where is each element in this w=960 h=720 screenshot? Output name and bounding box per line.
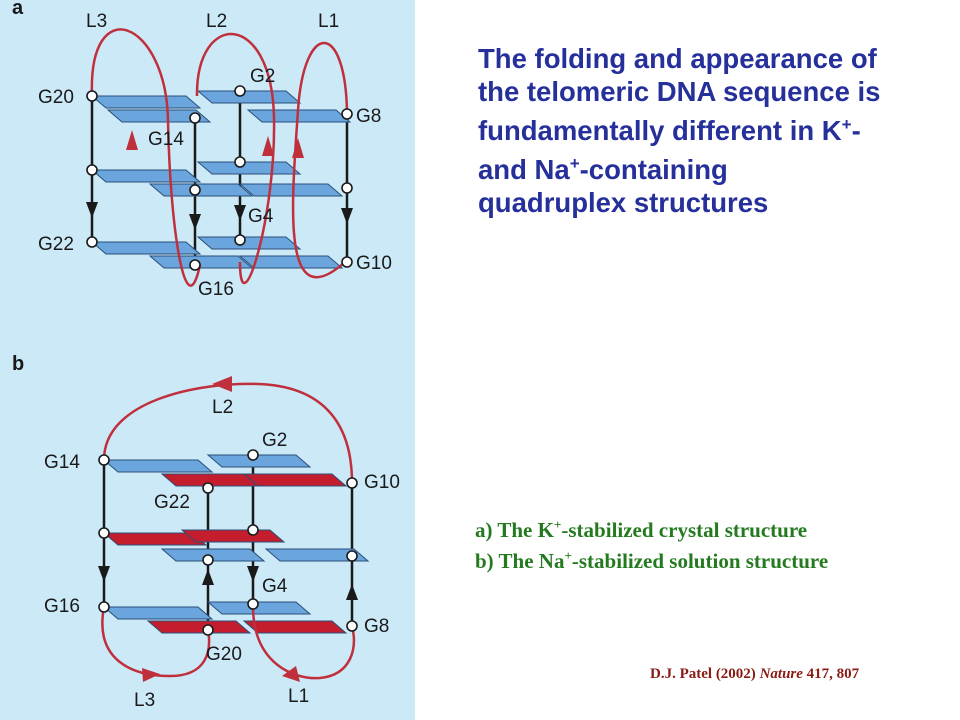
- panel-a-loop-l3: L3: [86, 11, 107, 32]
- panel-b-g20: G20: [206, 644, 242, 665]
- panel-b: b: [12, 353, 400, 711]
- panel-b-g8: G8: [364, 616, 389, 637]
- panel-b-strand-arrows: [98, 566, 358, 600]
- panel-b-loop-l2-label: L2: [212, 397, 233, 418]
- title-line-4: and Na+-containing: [478, 147, 928, 186]
- panel-b-bottom-loops: [101, 603, 356, 680]
- panel-a-g16: G16: [198, 279, 234, 300]
- panel-a-g10: G10: [356, 253, 392, 274]
- panel-a-g8: G8: [356, 106, 381, 127]
- panel-b-loop-l1: L1: [288, 686, 309, 707]
- panel-a-quartets: [90, 90, 352, 269]
- panel-a-strand-arrows: [86, 202, 353, 230]
- citation-journal: Nature: [759, 666, 803, 682]
- panel-a-loop-l2: L2: [206, 11, 227, 32]
- caption-a-post: -stabilized crystal structure: [561, 518, 808, 542]
- figure-drawing: a: [12, 0, 400, 711]
- panel-b-g10: G10: [364, 472, 400, 493]
- panel-a-nodes: [86, 85, 353, 271]
- slide-title: The folding and appearance of the telome…: [478, 42, 928, 219]
- title-line-2: the telomeric DNA sequence is: [478, 76, 881, 107]
- panel-b-g22: G22: [154, 492, 190, 513]
- caption-a: a) The K+-stabilized crystal structure: [475, 512, 945, 543]
- title-line-5: quadruplex structures: [478, 187, 769, 219]
- title-line-1: The folding and appearance of: [478, 43, 877, 74]
- title-line-4-rest: -containing: [579, 154, 728, 186]
- panel-a-loops: [90, 28, 349, 287]
- panel-b-loop-l2: [102, 382, 354, 484]
- panel-b-quartets: [102, 454, 370, 634]
- panel-b-loop-arrows: [142, 666, 300, 682]
- panel-a-g2: G2: [250, 66, 275, 87]
- panel-a-g22: G22: [38, 234, 74, 255]
- panel-a: a: [12, 0, 392, 300]
- citation-ref: 417, 807: [802, 666, 860, 682]
- panel-b-loop-l3: L3: [134, 690, 155, 711]
- caption-b-sup: +: [564, 548, 572, 563]
- citation-author: D.J. Patel (2002): [650, 666, 760, 682]
- panel-b-loop-l2-arrow: [212, 376, 232, 392]
- caption-a-sup: +: [553, 517, 562, 532]
- panel-a-loop-arrows: [126, 130, 304, 158]
- panel-a-g14: G14: [148, 129, 184, 150]
- panel-b-g16: G16: [44, 596, 80, 617]
- caption-b: b) The Na+-stabilized solution structure: [475, 543, 945, 574]
- caption-b-post: -stabilized solution structure: [571, 549, 829, 573]
- figure-captions: a) The K+-stabilized crystal structure b…: [475, 512, 945, 574]
- title-na-plus: +: [569, 154, 580, 174]
- title-k-plus: +: [841, 115, 852, 134]
- title-line-3: fundamentally different in K+-: [478, 108, 928, 147]
- caption-b-pre: b) The Na: [475, 549, 565, 573]
- citation: D.J. Patel (2002) Nature 417, 807: [650, 666, 859, 683]
- panel-a-g4: G4: [248, 206, 274, 227]
- title-line-4-text: and Na: [478, 154, 570, 186]
- panel-b-g14: G14: [44, 452, 80, 473]
- title-line-3-dash: -: [851, 115, 861, 147]
- panel-b-g2: G2: [262, 430, 287, 451]
- caption-a-pre: a) The K: [475, 518, 554, 542]
- quadruplex-figure: a: [0, 0, 415, 720]
- panel-b-nodes: [98, 449, 358, 636]
- panel-a-letter: a: [12, 0, 24, 19]
- panel-a-g20: G20: [38, 87, 74, 108]
- panel-a-loop-l1: L1: [318, 11, 339, 32]
- title-line-3-text: fundamentally different in K: [478, 115, 842, 147]
- panel-b-letter: b: [12, 353, 24, 375]
- panel-b-g4: G4: [262, 576, 288, 597]
